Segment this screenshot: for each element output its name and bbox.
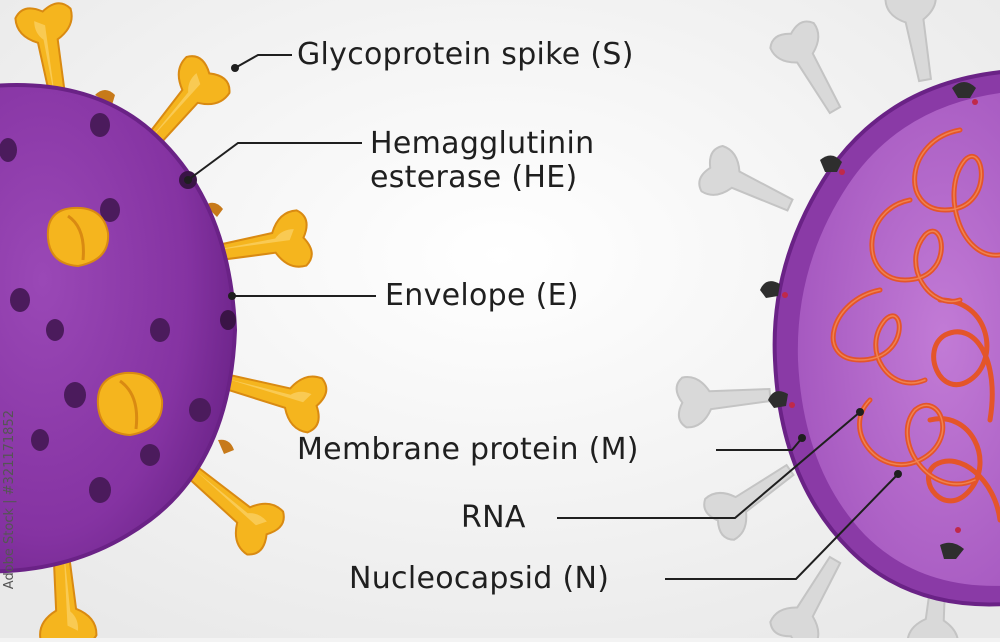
stock-watermark: Adobe Stock | #321171852 bbox=[2, 410, 24, 610]
spike-leader bbox=[234, 54, 292, 69]
right-virus-body bbox=[760, 70, 1000, 607]
label-nucleocapsid: Nucleocapsid (N) bbox=[349, 561, 610, 596]
he-leader bbox=[187, 142, 362, 181]
membrane-leader bbox=[716, 437, 803, 451]
leader-dots bbox=[184, 64, 902, 478]
left-virus-spikes bbox=[12, 0, 331, 642]
nucleocapsid-leader bbox=[665, 473, 899, 580]
label-hemagglutinin-esterase: Hemagglutinin esterase (HE) bbox=[370, 126, 595, 195]
rna-leader bbox=[557, 411, 861, 519]
label-glycoprotein-spike: Glycoprotein spike (S) bbox=[297, 37, 634, 72]
leader-lines bbox=[187, 54, 899, 580]
label-envelope: Envelope (E) bbox=[385, 278, 579, 313]
left-virus-body bbox=[0, 83, 238, 574]
label-rna: RNA bbox=[461, 500, 526, 535]
label-membrane-protein: Membrane protein (M) bbox=[297, 432, 639, 467]
watermark-text: Adobe Stock | #321171852 bbox=[2, 410, 17, 590]
